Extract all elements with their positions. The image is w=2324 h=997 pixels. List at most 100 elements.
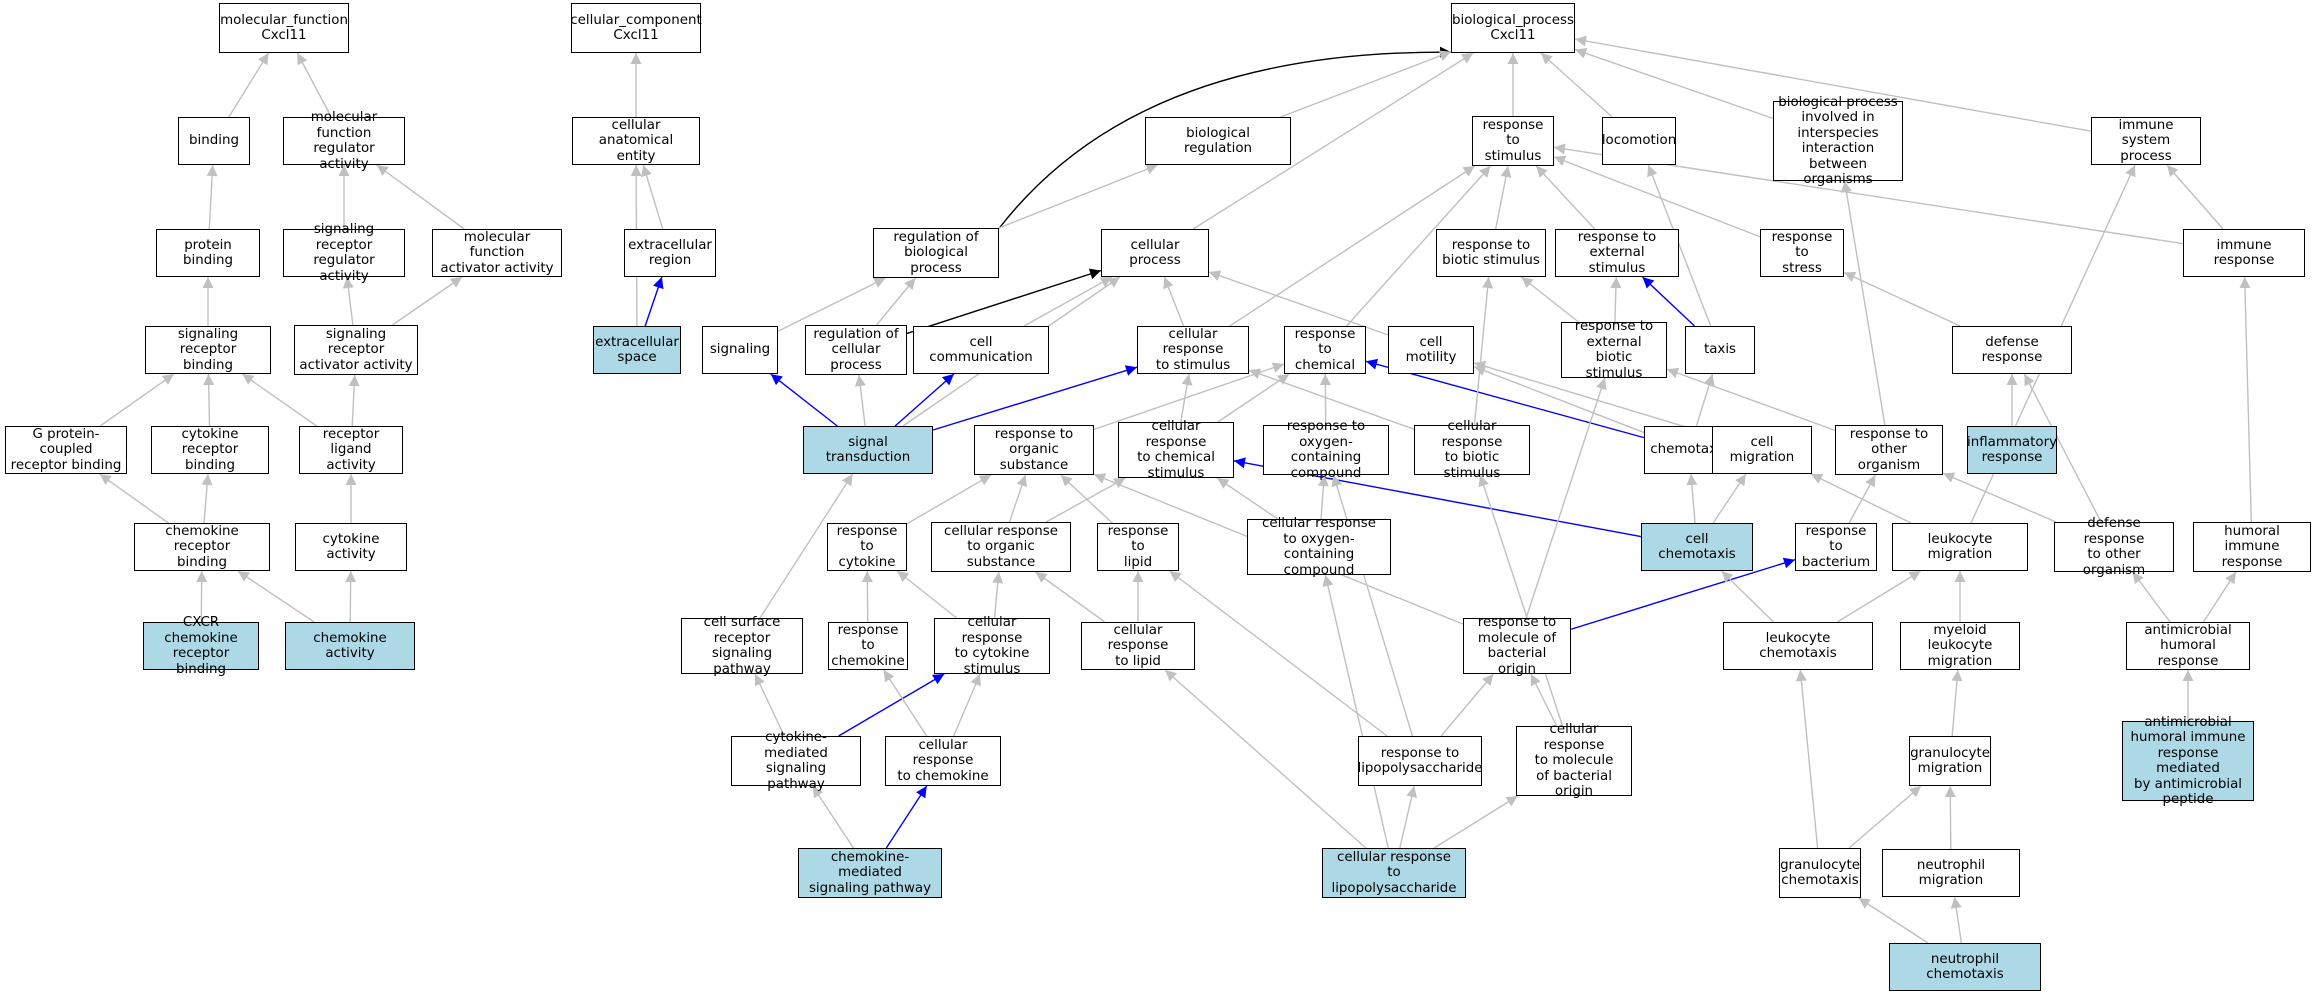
term-node-rother[interactable]: response to other organism (1835, 425, 1943, 475)
term-node-mfreg[interactable]: molecular function regulator activity (283, 110, 405, 172)
term-node-ckrbind[interactable]: chemokine receptor binding (134, 523, 270, 571)
term-node-crlps[interactable]: cellular response to lipopolysaccharide (1322, 848, 1466, 898)
term-node-srbind[interactable]: signaling receptor binding (145, 326, 271, 374)
term-node-taxis[interactable]: taxis (1685, 326, 1755, 374)
term-node-crchem[interactable]: cellular response to chemical stimulus (1118, 419, 1234, 481)
edge-ckrbind-to-crbind (201, 473, 213, 524)
term-node-crmolbact[interactable]: cellular response to molecule of bacteri… (1516, 722, 1632, 799)
edge-rextbio-to-rext (1610, 276, 1622, 323)
term-node-rextbio[interactable]: response to external biotic stimulus (1561, 319, 1667, 381)
edge-amhr-to-defother (2132, 571, 2171, 623)
term-node-srra[interactable]: signaling receptor regulator activity (283, 222, 405, 284)
edge-cchemo-to-chemotaxis (1686, 473, 1698, 524)
term-node-bp[interactable]: biological_process Cxcl11 (1451, 3, 1575, 53)
edge-crorg-to-crchem (1045, 477, 1126, 523)
term-node-cchemo[interactable]: cell chemotaxis (1641, 523, 1753, 571)
term-node-cxcr[interactable]: CXCR chemokine receptor binding (143, 615, 259, 677)
edge-crmolbact-to-crbiotic (1478, 474, 1564, 727)
term-node-humoral[interactable]: humoral immune response (2193, 522, 2311, 572)
term-node-cmsp[interactable]: cytokine-mediated signaling pathway (731, 730, 861, 792)
term-node-croxy[interactable]: cellular response to oxygen-containing c… (1247, 516, 1391, 578)
term-node-extreg[interactable]: extracellular region (624, 229, 716, 277)
term-node-csrsp[interactable]: cell surface receptor signaling pathway (681, 615, 803, 677)
edge-cmspath-to-crchemokine (885, 785, 928, 849)
term-node-ccomm[interactable]: cell communication (913, 326, 1049, 374)
term-node-crchemokine[interactable]: cellular response to chemokine (885, 736, 1001, 786)
edge-sraa-to-srra (342, 276, 354, 326)
term-node-roxy[interactable]: response to oxygen-containing compound (1263, 419, 1389, 481)
edge-defother-to-defresp (2023, 373, 2102, 523)
term-node-lchemo[interactable]: leukocyte chemotaxis (1723, 622, 1873, 670)
term-node-sraa[interactable]: signaling receptor activator activity (294, 325, 418, 375)
term-node-signaling[interactable]: signaling (702, 326, 778, 374)
term-node-isp[interactable]: immune system process (2091, 117, 2201, 165)
edge-binding-to-mf (228, 52, 270, 118)
term-node-cmig[interactable]: cell migration (1712, 426, 1812, 474)
term-node-amhir[interactable]: antimicrobial humoral immune response me… (2122, 715, 2254, 807)
term-node-sigtrans[interactable]: signal transduction (803, 426, 933, 474)
term-node-crstim[interactable]: cellular response to stimulus (1137, 326, 1249, 374)
term-node-rext[interactable]: response to external stimulus (1555, 229, 1679, 277)
edge-nmig-to-gmig (1944, 785, 1956, 850)
term-node-rmolbact[interactable]: response to molecule of bacterial origin (1463, 615, 1571, 677)
term-node-rlps[interactable]: response to lipopolysaccharide (1357, 736, 1483, 786)
term-node-mfaa[interactable]: molecular function activator activity (432, 229, 562, 277)
edge-gchemo-to-gmig (1848, 785, 1922, 849)
term-node-regbp[interactable]: regulation of biological process (873, 228, 999, 278)
term-node-cc[interactable]: cellular_component Cxcl11 (570, 3, 702, 53)
edge-extreg-to-cae (641, 164, 664, 230)
edge-signaling-to-regbp (777, 277, 886, 332)
term-node-lmig[interactable]: leukocyte migration (1892, 523, 2028, 571)
term-node-mf[interactable]: molecular_function Cxcl11 (219, 3, 349, 53)
term-node-rbiotic[interactable]: response to biotic stimulus (1436, 229, 1546, 277)
term-node-binding[interactable]: binding (178, 117, 250, 165)
term-node-cmspath[interactable]: chemokine-mediated signaling pathway (798, 848, 942, 898)
term-node-defother[interactable]: defense response to other organism (2054, 516, 2174, 578)
edge-crchemokine-to-crcyt (953, 673, 981, 737)
term-node-nchemo[interactable]: neutrophil chemotaxis (1889, 943, 2041, 991)
term-node-crlipid[interactable]: cellular response to lipid (1081, 622, 1195, 670)
edge-regbp-to-bioreg (998, 163, 1158, 229)
term-node-crcyt[interactable]: cellular response to cytokine stimulus (934, 615, 1050, 677)
term-node-mlmig[interactable]: myeloid leukocyte migration (1900, 622, 2020, 670)
term-node-crbind[interactable]: cytokine receptor binding (151, 426, 269, 474)
edge-regcp-to-regbp (876, 277, 916, 326)
term-node-extspace[interactable]: extracellular space (593, 326, 681, 374)
term-node-gmig[interactable]: granulocyte migration (1909, 736, 1991, 786)
edge-defresp-to-rstress (1843, 271, 1961, 327)
term-node-cmot[interactable]: cell motility (1388, 326, 1474, 374)
edge-rstress-to-rstim (1553, 155, 1761, 238)
term-node-regcp[interactable]: regulation of cellular process (805, 325, 907, 375)
term-node-crbiotic[interactable]: cellular response to biotic stimulus (1414, 419, 1530, 481)
term-node-rstress[interactable]: response to stress (1760, 229, 1844, 277)
term-node-bioreg[interactable]: biological regulation (1145, 117, 1291, 165)
term-node-rchem[interactable]: response to chemical (1284, 326, 1366, 374)
edge-rcyt-to-rorg (906, 474, 992, 525)
term-node-gchemo[interactable]: granulocyte chemotaxis (1779, 848, 1861, 898)
edge-mfaa-to-mfreg (376, 164, 465, 230)
term-node-rbact[interactable]: response to bacterium (1795, 523, 1877, 571)
term-node-gpcr[interactable]: G protein-coupled receptor binding (5, 426, 127, 474)
term-node-rcyt[interactable]: response to cytokine (827, 523, 907, 571)
edge-crlps-to-rlps (1399, 785, 1418, 849)
term-node-cae[interactable]: cellular anatomical entity (572, 117, 700, 165)
term-node-nmig[interactable]: neutrophil migration (1882, 849, 2020, 897)
term-node-rchemokine[interactable]: response to chemokine (828, 622, 908, 670)
edge-crlps-to-crmolbact (1433, 795, 1519, 849)
term-node-rorg[interactable]: response to organic substance (974, 425, 1094, 475)
term-node-iresp[interactable]: immune response (2183, 229, 2305, 277)
term-node-cytact[interactable]: cytokine activity (295, 523, 407, 571)
term-node-amhr[interactable]: antimicrobial humoral response (2126, 622, 2250, 670)
term-node-rstim[interactable]: response to stimulus (1472, 116, 1554, 166)
term-node-crorg[interactable]: cellular response to organic substance (931, 522, 1071, 572)
term-node-pbind[interactable]: protein binding (156, 229, 260, 277)
edge-bpinter-to-bp (1574, 47, 1774, 120)
term-node-bpinter[interactable]: biological process involved in interspec… (1773, 95, 1903, 187)
term-node-chemact[interactable]: chemokine activity (285, 622, 415, 670)
term-node-rlipid[interactable]: response to lipid (1097, 523, 1179, 571)
term-node-loco[interactable]: locomotion (1602, 117, 1676, 165)
term-node-rlig[interactable]: receptor ligand activity (299, 426, 403, 474)
term-node-cproc[interactable]: cellular process (1101, 229, 1209, 277)
term-node-inflam[interactable]: inflammatory response (1967, 426, 2057, 474)
term-node-defresp[interactable]: defense response (1952, 326, 2072, 374)
